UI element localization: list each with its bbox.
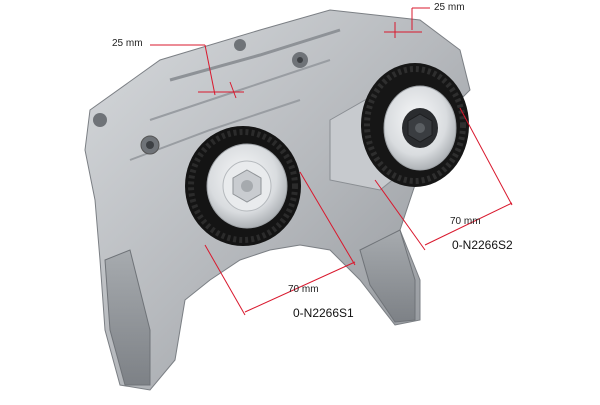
dim-ext-left-dia-a [204, 244, 246, 316]
pulley-right [361, 63, 469, 187]
part-number-pulley-2: 0-N2266S2 [452, 238, 513, 252]
dimension-left-width: 25 mm [112, 38, 143, 49]
part-number-pulley-1: 0-N2266S1 [293, 306, 354, 320]
dim-ext-right-dia-a [374, 179, 426, 251]
dim-ext-left-a [204, 44, 216, 96]
dimension-right-diameter: 70 mm [450, 216, 481, 227]
dimension-right-width: 25 mm [434, 2, 465, 13]
dim-line-left-dia [244, 261, 356, 313]
dim-line-right-dia [424, 202, 513, 246]
dimension-left-diameter: 70 mm [288, 284, 319, 295]
dimension-lines [150, 7, 513, 316]
pulley-left [185, 126, 301, 246]
